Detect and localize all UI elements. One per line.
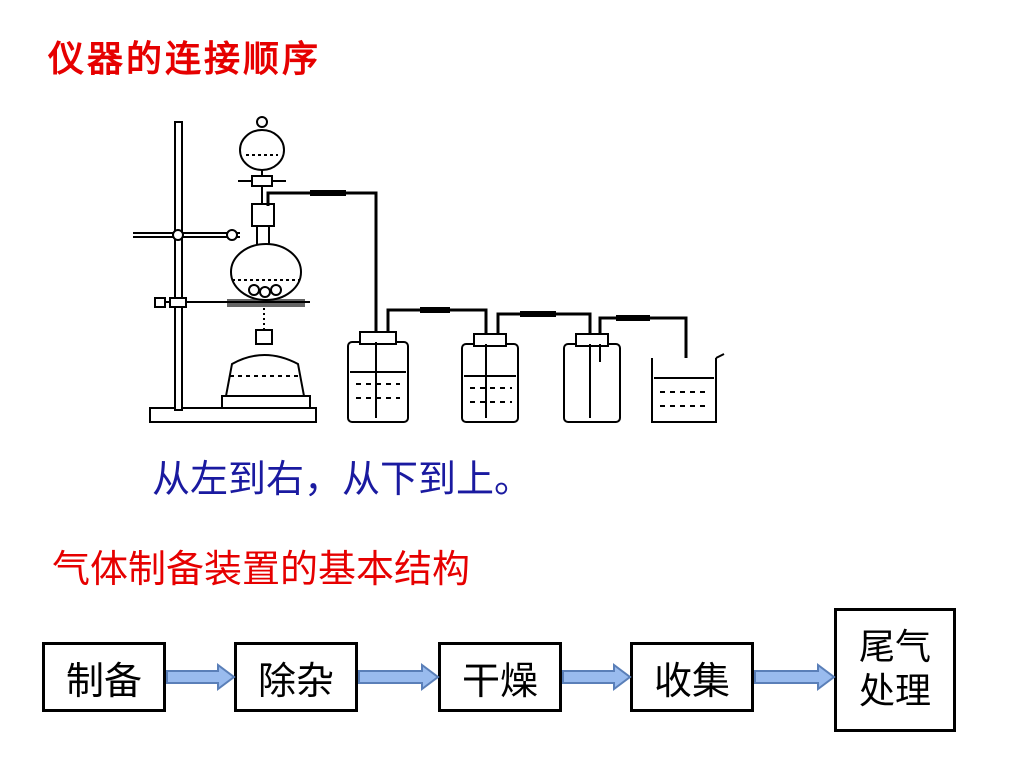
- arrow-3: [562, 663, 632, 691]
- step-box-tail-gas: 尾气 处理: [834, 608, 956, 732]
- tail-gas-line1: 尾气: [858, 627, 931, 668]
- step-box-purify: 除杂: [234, 642, 358, 712]
- step-box-prepare: 制备: [42, 642, 166, 712]
- alcohol-lamp: [221, 308, 311, 409]
- gas-apparatus-diagram: [133, 116, 725, 423]
- tail-gas-line2: 处理: [858, 671, 931, 712]
- section-subtitle: 气体制备装置的基本结构: [52, 547, 471, 591]
- wash-bottle-2: [461, 333, 519, 423]
- collection-bottle: [563, 333, 621, 423]
- wash-bottle-1: [347, 331, 409, 423]
- page-title: 仪器的连接顺序: [48, 38, 322, 80]
- separatory-funnel: [238, 116, 286, 262]
- round-bottom-flask: [227, 203, 305, 307]
- step-box-dry: 干燥: [438, 642, 562, 712]
- arrow-4: [754, 663, 836, 691]
- beaker: [651, 353, 725, 423]
- arrow-1: [166, 663, 236, 691]
- step-box-collect: 收集: [630, 642, 754, 712]
- arrow-2: [358, 663, 440, 691]
- connection-order-rule: 从左到右，从下到上。: [152, 457, 533, 501]
- connecting-tubes: [266, 190, 688, 410]
